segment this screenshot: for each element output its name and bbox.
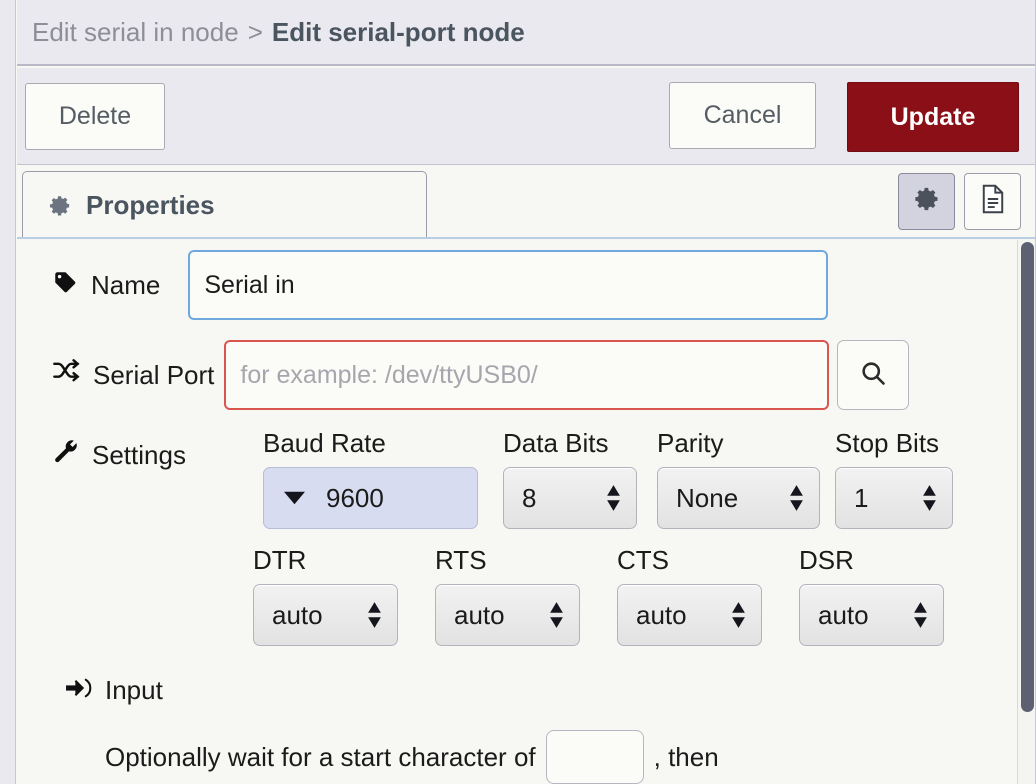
- chevron-down-icon: [284, 491, 305, 505]
- rts-group: RTS auto: [435, 545, 580, 646]
- parity-title: Parity: [657, 428, 724, 458]
- parity-group: Parity None: [657, 428, 820, 529]
- delete-button[interactable]: Delete: [25, 83, 165, 150]
- left-gutter: [0, 0, 16, 784]
- serial-port-row: Serial Port: [52, 340, 910, 410]
- input-section-label: Input: [65, 675, 163, 706]
- tab-properties[interactable]: Properties: [22, 171, 427, 239]
- stepper-arrows-icon: [548, 602, 565, 628]
- sign-in-icon: [65, 675, 92, 706]
- dtr-value: auto: [272, 599, 323, 630]
- baud-rate-group: Baud Rate 9600: [263, 428, 478, 529]
- data-bits-group: Data Bits 8: [503, 428, 637, 529]
- serial-port-label-text: Serial Port: [93, 359, 215, 390]
- dsr-value: auto: [818, 599, 869, 630]
- dsr-group: DSR auto: [799, 545, 944, 646]
- data-bits-select[interactable]: 8: [503, 467, 637, 529]
- dsr-select[interactable]: auto: [799, 584, 944, 646]
- baud-rate-value: 9600: [326, 482, 384, 513]
- content-scrollbar-thumb[interactable]: [1021, 242, 1034, 712]
- gear-icon: [49, 194, 72, 217]
- settings-label: Settings: [52, 438, 186, 472]
- baud-rate-title: Baud Rate: [263, 428, 386, 458]
- data-bits-value: 8: [522, 482, 537, 513]
- stepper-arrows-icon: [605, 485, 622, 511]
- start-character-sentence: Optionally wait for a start character of…: [105, 730, 719, 784]
- name-row: Name: [52, 250, 829, 320]
- breadcrumb-separator: >: [247, 16, 263, 47]
- dsr-title: DSR: [799, 545, 854, 575]
- name-label-text: Name: [91, 269, 161, 300]
- dtr-group: DTR auto: [253, 545, 398, 646]
- breadcrumb-current: Edit serial-port node: [271, 16, 525, 47]
- start-character-input[interactable]: [545, 730, 644, 784]
- cts-select[interactable]: auto: [617, 584, 762, 646]
- update-button[interactable]: Update: [847, 82, 1019, 152]
- stepper-arrows-icon: [366, 602, 383, 628]
- cancel-button[interactable]: Cancel: [669, 82, 816, 149]
- name-input[interactable]: [188, 250, 829, 320]
- shuffle-icon: [52, 358, 80, 392]
- baud-rate-select[interactable]: 9600: [263, 467, 478, 529]
- parity-select[interactable]: None: [657, 467, 820, 529]
- properties-content: Name Serial Port: [17, 240, 1002, 784]
- stepper-arrows-icon: [730, 602, 747, 628]
- settings-gear-button[interactable]: [898, 173, 955, 230]
- dtr-title: DTR: [253, 545, 307, 575]
- start-character-text-before: Optionally wait for a start character of: [105, 741, 536, 772]
- document-icon: [979, 184, 1007, 219]
- cts-group: CTS auto: [617, 545, 762, 646]
- stepper-arrows-icon: [921, 485, 938, 511]
- tab-strip: Properties: [17, 166, 1036, 239]
- content-scrollbar-track[interactable]: [1017, 240, 1036, 784]
- tab-underline: [17, 237, 1036, 239]
- stop-bits-select[interactable]: 1: [835, 467, 953, 529]
- settings-row-label: Settings: [52, 438, 186, 472]
- settings-label-text: Settings: [92, 439, 186, 470]
- cts-value: auto: [636, 599, 687, 630]
- stepper-arrows-icon: [788, 485, 805, 511]
- serial-port-label: Serial Port: [52, 358, 215, 392]
- parity-value: None: [676, 482, 739, 513]
- data-bits-title: Data Bits: [503, 428, 609, 458]
- stop-bits-title: Stop Bits: [835, 428, 940, 458]
- stepper-arrows-icon: [912, 602, 929, 628]
- input-section-label-text: Input: [105, 675, 163, 705]
- serial-port-search-button[interactable]: [837, 340, 910, 410]
- serial-port-input[interactable]: [224, 340, 830, 410]
- rts-value: auto: [454, 599, 505, 630]
- dialog-button-bar: Delete Cancel Update: [17, 68, 1036, 165]
- search-icon: [859, 359, 887, 392]
- rts-select[interactable]: auto: [435, 584, 580, 646]
- tag-icon: [52, 269, 78, 302]
- rts-title: RTS: [435, 545, 487, 575]
- input-section-label-row: Input: [65, 675, 163, 706]
- description-document-button[interactable]: [964, 173, 1021, 230]
- tab-properties-label: Properties: [86, 190, 215, 220]
- start-character-text-after: , then: [653, 741, 719, 772]
- stop-bits-value: 1: [854, 482, 869, 513]
- dialog-header: Edit serial in node > Edit serial-port n…: [17, 0, 1036, 66]
- breadcrumb-parent[interactable]: Edit serial in node: [32, 16, 239, 47]
- wrench-icon: [52, 438, 79, 472]
- gear-icon: [913, 185, 941, 218]
- stop-bits-group: Stop Bits 1: [835, 428, 953, 529]
- cts-title: CTS: [617, 545, 669, 575]
- name-label: Name: [52, 269, 160, 302]
- dtr-select[interactable]: auto: [253, 584, 398, 646]
